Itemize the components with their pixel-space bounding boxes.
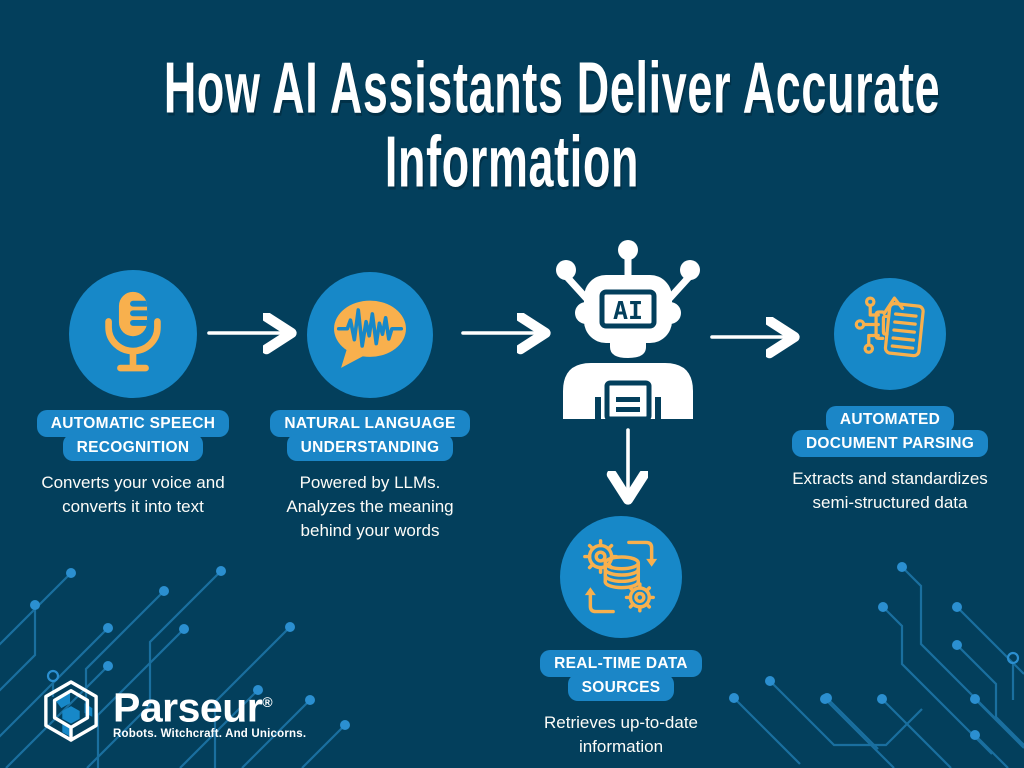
node-circle — [69, 270, 197, 398]
node-description: Converts your voice and converts it into… — [41, 471, 224, 519]
node-label-line: AUTOMATIC SPEECH — [36, 410, 230, 437]
node-description-line: behind your words — [300, 521, 440, 540]
node-description-line: Converts your voice and — [41, 473, 225, 492]
gear-bottom-right — [624, 582, 655, 613]
database-cylinder — [603, 555, 641, 590]
node-description: Extracts and standardizes semi-structure… — [792, 467, 988, 515]
node-label-badge: AUTOMATED DOCUMENT PARSING — [791, 406, 989, 457]
node-description-line: Powered by LLMs. — [299, 473, 441, 492]
node-circle — [560, 516, 682, 638]
parseur-tagline: Robots. Witchcraft. And Unicorns. — [113, 728, 307, 741]
node-label-badge: AUTOMATIC SPEECH RECOGNITION — [36, 410, 230, 461]
node-circle — [834, 278, 946, 390]
node-label-line: UNDERSTANDING — [286, 434, 454, 461]
node-automated-document-parsing: AUTOMATED DOCUMENT PARSING Extracts and … — [755, 278, 1024, 515]
node-description-line: Extracts and standardizes — [792, 469, 988, 488]
page-title-line1: How AI Assistants Deliver Accurate — [163, 46, 941, 128]
node-label-line: AUTOMATED — [825, 406, 955, 433]
data-sync-icon — [583, 539, 658, 614]
page-title: How AI Assistants Deliver Accurate Infor… — [0, 46, 1024, 202]
node-label-line: SOURCES — [567, 674, 675, 701]
ai-robot: AI — [553, 239, 703, 424]
robot-screen-text: AI — [613, 296, 643, 325]
node-description-line: information — [578, 737, 664, 756]
node-description-line: converts it into text — [62, 497, 204, 516]
ai-robot-icon: AI — [556, 240, 700, 422]
parseur-wordmark: Parseur® — [113, 682, 306, 728]
node-label-badge: NATURAL LANGUAGE UNDERSTANDING — [270, 410, 470, 461]
node-description-line: Analyzes the meaning — [286, 497, 454, 516]
trademark-symbol: ® — [262, 693, 273, 710]
node-description-line: Retrieves up-to-date — [543, 713, 699, 732]
node-description: Retrieves up-to-date information — [544, 711, 698, 759]
node-natural-language-understanding: NATURAL LANGUAGE UNDERSTANDING Powered b… — [235, 272, 505, 543]
parseur-logo-mark-icon — [44, 680, 98, 742]
node-automatic-speech-recognition: AUTOMATIC SPEECH RECOGNITION Converts yo… — [0, 270, 268, 519]
node-real-time-data-sources: REAL-TIME DATA SOURCES Retrieves up-to-d… — [486, 516, 756, 759]
node-label-badge: REAL-TIME DATA SOURCES — [540, 650, 702, 701]
parseur-logo-text: Parseur® Robots. Witchcraft. And Unicorn… — [113, 682, 306, 741]
node-label-line: NATURAL LANGUAGE — [270, 410, 470, 437]
speech-waveform-icon — [334, 300, 406, 368]
parseur-logo: Parseur® Robots. Witchcraft. And Unicorn… — [42, 679, 306, 743]
node-description: Powered by LLMs. Analyzes the meaning be… — [286, 471, 453, 543]
document-parsing-icon — [854, 296, 925, 358]
node-circle — [307, 272, 433, 398]
node-label-line: RECOGNITION — [62, 434, 204, 461]
node-description-line: semi-structured data — [812, 493, 968, 512]
node-label-line: DOCUMENT PARSING — [791, 430, 989, 457]
microphone-icon — [105, 291, 161, 372]
page-title-line2: Information — [384, 120, 640, 202]
node-label-line: REAL-TIME DATA — [540, 650, 702, 677]
parseur-wordmark-text: Parseur — [113, 684, 263, 731]
